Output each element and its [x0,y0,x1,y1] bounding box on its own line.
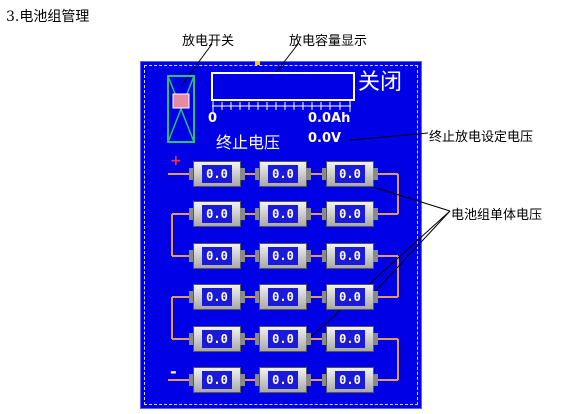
cell-terminal-right [373,333,378,345]
panel-marker [255,61,260,65]
battery-cell: 0.0 [322,284,378,310]
battery-cell: 0.0 [189,201,245,227]
cell-voltage-display: 0.0 [268,288,298,306]
cell-voltage-display: 0.0 [335,165,365,183]
section-heading: 3.电池组管理 [6,9,90,25]
cell-terminal-left [255,333,260,345]
cell-terminal-right [240,250,245,262]
cell-terminal-left [322,208,327,220]
battery-cell: 0.0 [255,201,311,227]
cell-voltage-display: 0.0 [268,371,298,389]
battery-cell: 0.0 [255,326,311,352]
battery-cell: 0.0 [322,161,378,187]
battery-cell: 0.0 [189,161,245,187]
cell-terminal-left [322,374,327,386]
discharge-switch[interactable] [167,75,195,143]
battery-cell: 0.0 [255,243,311,269]
cell-voltage-display: 0.0 [335,330,365,348]
plus-terminal: + [170,153,182,169]
callout-capacity: 放电容量显示 [289,34,368,49]
battery-cell: 0.0 [189,367,245,393]
cell-terminal-left [255,168,260,180]
cell-voltage-display: 0.0 [202,247,232,265]
cell-terminal-right [373,250,378,262]
cell-terminal-left [322,168,327,180]
cell-terminal-left [189,333,194,345]
scale-min-label: 0 [208,111,218,126]
cell-terminal-right [306,250,311,262]
cell-terminal-right [306,291,311,303]
battery-cell: 0.0 [255,367,311,393]
cell-terminal-left [189,374,194,386]
cell-terminal-left [189,168,194,180]
battery-cell: 0.0 [189,326,245,352]
cutoff-label: 终止电压 [216,133,281,152]
cutoff-value[interactable]: 0.0V [308,131,342,146]
cell-terminal-right [306,333,311,345]
battery-cell: 0.0 [255,284,311,310]
cell-voltage-display: 0.0 [202,165,232,183]
battery-cell: 0.0 [322,201,378,227]
cell-voltage-display: 0.0 [202,330,232,348]
cell-voltage-display: 0.0 [268,205,298,223]
cell-terminal-right [240,208,245,220]
battery-cell: 0.0 [189,284,245,310]
close-button[interactable]: 关闭 [358,70,403,95]
cell-voltage-display: 0.0 [335,288,365,306]
cell-voltage-display: 0.0 [268,247,298,265]
cell-terminal-left [255,374,260,386]
callout-cells: 电池组单体电压 [451,208,543,223]
battery-cell: 0.0 [189,243,245,269]
cell-voltage-display: 0.0 [335,205,365,223]
cell-voltage-display: 0.0 [268,330,298,348]
cell-terminal-left [322,333,327,345]
cell-terminal-right [373,168,378,180]
cell-terminal-left [189,208,194,220]
cell-terminal-left [322,291,327,303]
capacity-bar [211,72,355,101]
cell-terminal-left [189,250,194,262]
callout-switch: 放电开关 [182,34,235,49]
minus-terminal: - [170,362,177,381]
cell-voltage-display: 0.0 [202,288,232,306]
cell-terminal-right [373,374,378,386]
cell-terminal-right [373,291,378,303]
cell-terminal-right [240,374,245,386]
cell-terminal-left [189,291,194,303]
cell-terminal-right [306,208,311,220]
cell-terminal-right [240,168,245,180]
battery-cell: 0.0 [322,326,378,352]
cell-terminal-right [240,333,245,345]
cell-terminal-right [306,168,311,180]
capacity-ruler-ticks [212,100,351,112]
switch-graphic [167,75,195,143]
cell-terminal-right [240,291,245,303]
cell-terminal-left [255,250,260,262]
cell-voltage-display: 0.0 [268,165,298,183]
cell-voltage-display: 0.0 [335,247,365,265]
cell-voltage-display: 0.0 [202,205,232,223]
cell-voltage-display: 0.0 [335,371,365,389]
cell-terminal-left [255,291,260,303]
cell-terminal-right [373,208,378,220]
scale-max-label: 0.0Ah [308,111,351,126]
cell-terminal-left [255,208,260,220]
battery-cell: 0.0 [322,243,378,269]
battery-cell: 0.0 [322,367,378,393]
battery-cell: 0.0 [255,161,311,187]
cell-voltage-display: 0.0 [202,371,232,389]
callout-cutoff: 终止放电设定电压 [429,130,534,145]
cell-terminal-left [322,250,327,262]
cell-terminal-right [306,374,311,386]
